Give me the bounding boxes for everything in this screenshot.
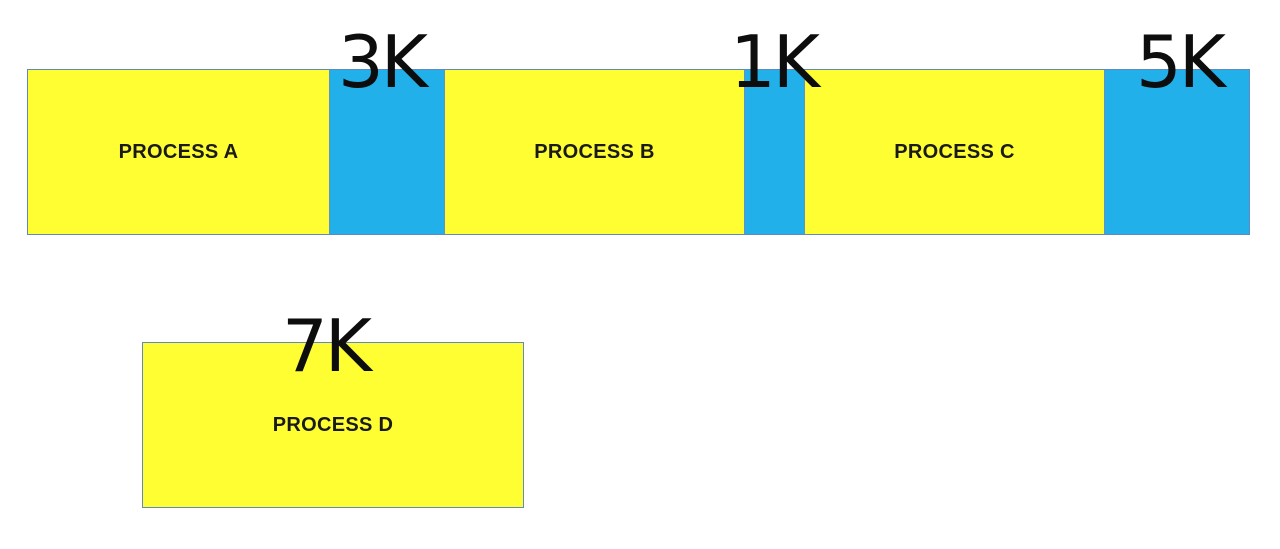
process-d-label: PROCESS D xyxy=(272,413,394,436)
free-hole-2 xyxy=(745,69,804,235)
process-a-label: PROCESS A xyxy=(118,140,239,163)
free-hole-3 xyxy=(1105,69,1250,235)
hole-2-size-label: 1K xyxy=(730,20,820,104)
hole-3-size-label: 5K xyxy=(1136,20,1226,104)
process-a-block: PROCESS A xyxy=(27,69,330,235)
process-c-label: PROCESS C xyxy=(894,140,1015,163)
process-b-block: PROCESS B xyxy=(444,69,745,235)
process-c-block: PROCESS C xyxy=(804,69,1105,235)
process-d-size-label: 7K xyxy=(282,304,372,388)
process-d-block: PROCESS D xyxy=(142,342,524,508)
process-b-label: PROCESS B xyxy=(534,140,655,163)
free-hole-1 xyxy=(330,69,444,235)
hole-1-size-label: 3K xyxy=(338,20,428,104)
